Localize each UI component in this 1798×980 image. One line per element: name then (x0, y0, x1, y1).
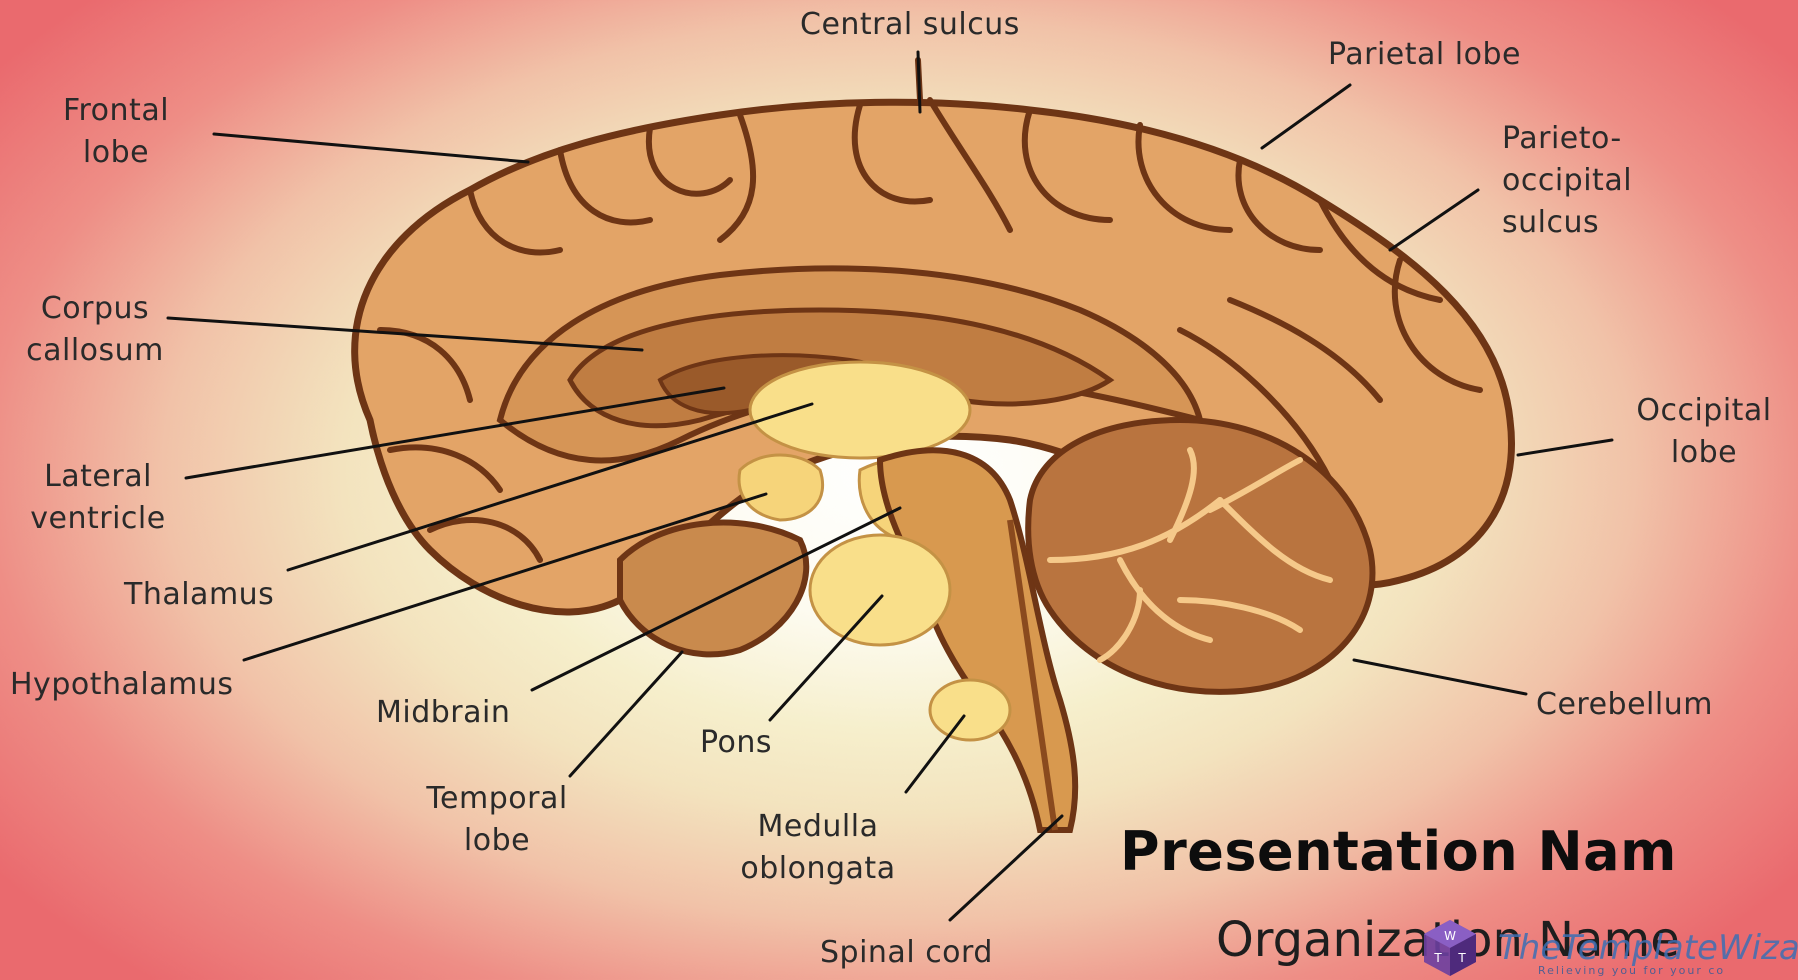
svg-text:T: T (1457, 951, 1466, 965)
thalamus-shape (750, 362, 970, 458)
leader-parietal-lobe (1262, 85, 1350, 148)
label-corpus-callosum: Corpus callosum (8, 288, 182, 372)
label-occipital-lobe-line2: lobe (1616, 432, 1792, 474)
leader-frontal-lobe (214, 134, 528, 162)
svg-text:T: T (1433, 951, 1442, 965)
leader-medulla (906, 716, 964, 792)
label-lateral-ventricle-line1: Lateral (10, 456, 186, 498)
leader-spinal-cord (950, 816, 1062, 920)
cube-logo-icon: W T T (1418, 916, 1482, 980)
label-medulla-oblongata-line2: oblongata (708, 848, 928, 890)
leader-occipital-lobe (1518, 440, 1612, 455)
label-temporal-lobe-line1: Temporal (400, 778, 594, 820)
label-temporal-lobe: Temporal lobe (400, 778, 594, 862)
label-lateral-ventricle-line2: ventricle (10, 498, 186, 540)
label-parieto-occipital-line2: occipital (1502, 160, 1632, 202)
label-medulla-oblongata-line1: Medulla (708, 806, 928, 848)
label-midbrain: Midbrain (376, 692, 510, 734)
hypothalamus-shape (739, 455, 823, 520)
label-parietal-lobe: Parietal lobe (1328, 34, 1521, 76)
label-frontal-lobe-line2: lobe (46, 132, 186, 174)
label-frontal-lobe-line1: Frontal (46, 90, 186, 132)
label-parieto-occipital-line3: sulcus (1502, 202, 1632, 244)
label-parieto-occipital-line1: Parieto- (1502, 118, 1632, 160)
label-hypothalamus: Hypothalamus (10, 664, 233, 706)
watermark: W T T TheTemplateWiza Relieving you for … (1418, 912, 1798, 980)
label-spinal-cord: Spinal cord (820, 932, 993, 974)
pons-shape (810, 535, 950, 645)
label-lateral-ventricle: Lateral ventricle (10, 456, 186, 540)
svg-text:W: W (1444, 929, 1456, 943)
leader-cerebellum (1354, 660, 1526, 694)
watermark-brand: TheTemplateWiza (1498, 928, 1798, 968)
label-occipital-lobe-line1: Occipital (1616, 390, 1792, 432)
label-corpus-callosum-line2: callosum (8, 330, 182, 372)
presentation-title: Presentation Nam (1120, 820, 1677, 883)
leader-temporal-lobe (570, 652, 682, 776)
temporal-lobe-shape (620, 523, 806, 655)
label-medulla-oblongata: Medulla oblongata (708, 806, 928, 890)
leader-parieto-occipital (1390, 190, 1478, 250)
leader-central-sulcus (918, 52, 920, 112)
label-pons: Pons (700, 722, 772, 764)
label-frontal-lobe: Frontal lobe (46, 90, 186, 174)
label-cerebellum: Cerebellum (1536, 684, 1713, 726)
label-temporal-lobe-line2: lobe (400, 820, 594, 862)
label-corpus-callosum-line1: Corpus (8, 288, 182, 330)
label-parieto-occipital-sulcus: Parieto- occipital sulcus (1502, 118, 1632, 244)
medulla-shape (930, 680, 1010, 740)
label-central-sulcus: Central sulcus (800, 4, 1020, 46)
watermark-tagline: Relieving you for your co (1538, 964, 1725, 977)
label-thalamus: Thalamus (124, 574, 274, 616)
label-occipital-lobe: Occipital lobe (1616, 390, 1792, 474)
